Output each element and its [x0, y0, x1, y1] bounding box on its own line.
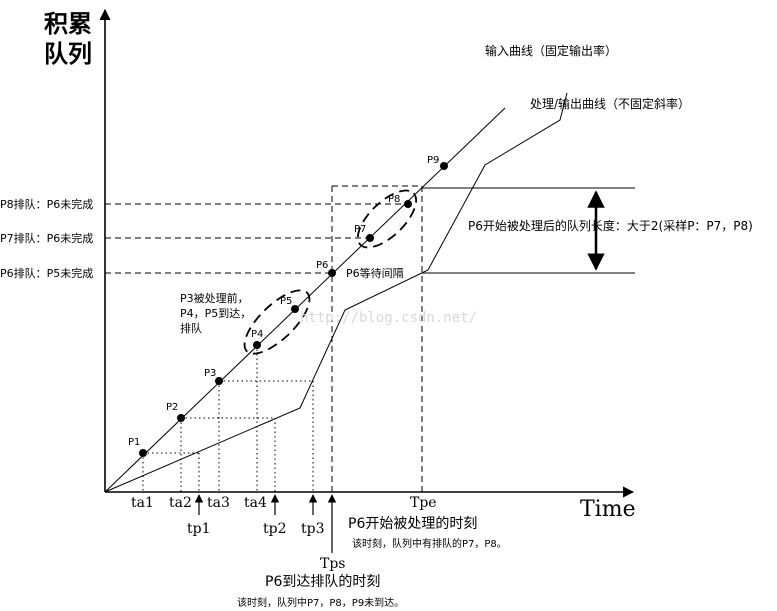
points [139, 162, 448, 457]
point-label-p6: P6 [316, 260, 328, 271]
input-curve [104, 107, 506, 493]
y-axis-title-line2: 队列 [44, 39, 92, 68]
p3-note: P3被处理前， P4，P5到达， 排队 [180, 291, 251, 335]
point-label-p4: P4 [251, 329, 263, 340]
point-label-p2: P2 [166, 402, 178, 413]
point-p3 [215, 377, 223, 385]
p6-arrival-note: 该时刻，队列中P7，P8，P9未到达。 [237, 596, 404, 609]
p6-wait-label: P6等待间隔 [346, 266, 404, 280]
tick-ta2: ta2 [169, 495, 192, 511]
tick-tps: Tps [320, 556, 345, 572]
p3-note-line1: P3被处理前， [180, 291, 249, 305]
point-p9 [440, 162, 448, 170]
p7-p8-group-ellipse [356, 189, 418, 249]
p7-queue-label: P7排队：P6未完成 [0, 231, 93, 245]
p3-note-line2: P4，P5到达， [180, 307, 251, 320]
point-label-p1: P1 [128, 437, 140, 448]
tick-ta4: ta4 [244, 495, 267, 511]
tick-tp2: tp2 [263, 521, 287, 537]
y-axis-title-line1: 积累 [44, 9, 92, 38]
point-label-p5: P5 [280, 296, 292, 307]
output-curve-label: 处理/输出曲线（不固定斜率） [530, 96, 690, 111]
tick-tpe: Tpe [410, 495, 437, 511]
point-p4 [253, 341, 261, 349]
input-curve-label: 输入曲线（固定输出率） [485, 43, 617, 58]
watermark: http://blog.csdn.net/ [300, 310, 477, 326]
queue-length-label: P6开始被处理后的队列长度：大于2(采样P：P7，P8) [468, 218, 753, 233]
p4-p5-group-ellipse [243, 289, 311, 355]
p6-queue-label: P6排队：P5未完成 [0, 266, 93, 280]
tick-arrows [194, 494, 337, 553]
x-axis-title: Time [580, 497, 636, 522]
p3-note-line3: 排队 [180, 321, 202, 335]
tick-tp3: tp3 [301, 521, 325, 537]
point-p6 [328, 269, 336, 277]
output-curve [104, 92, 568, 493]
point-p5 [291, 305, 299, 313]
p8-queue-label: P8排队：P6未完成 [0, 197, 93, 211]
p6-processing-note: 该时刻，队列中有排队的P7，P8。 [352, 537, 507, 550]
point-p8 [404, 200, 412, 208]
point-label-p9: P9 [427, 155, 439, 166]
point-label-p7: P7 [354, 224, 366, 235]
p6-arrival-title: P6到达排队的时刻 [265, 574, 380, 590]
point-p2 [177, 414, 185, 422]
tick-ta1: ta1 [131, 495, 154, 511]
point-p7 [366, 234, 374, 242]
point-label-p8: P8 [388, 194, 400, 205]
tick-ta3: ta3 [207, 495, 230, 511]
tick-tp1: tp1 [187, 521, 211, 537]
point-label-p3: P3 [204, 368, 216, 379]
p6-processing-title: P6开始被处理的时刻 [348, 516, 477, 532]
dashed-guides [105, 185, 423, 492]
point-p1 [139, 449, 147, 457]
dotted-guides [142, 345, 314, 492]
